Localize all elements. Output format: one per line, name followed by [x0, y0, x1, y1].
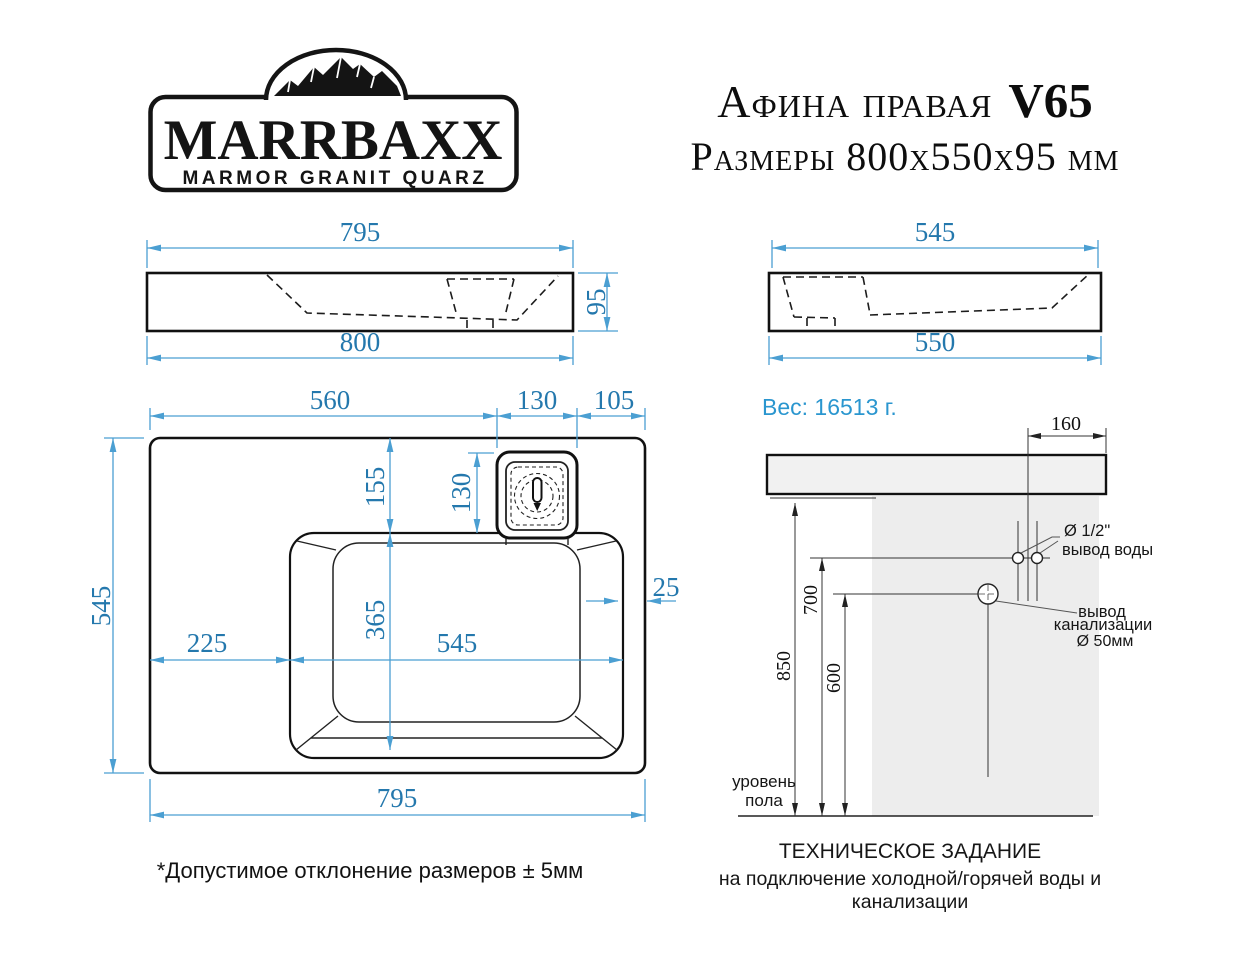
dim-water-height-value: 700: [800, 585, 822, 615]
dim-side-depth-top-value: 545: [915, 217, 956, 247]
dim-edge-to-bowl-value: 155: [360, 467, 390, 508]
title-block: Афина правая V65 Размеры 800x550x95 мм: [625, 72, 1185, 180]
product-name: Афина правая: [717, 76, 993, 127]
weight-label: Вес: 16513 г.: [762, 394, 897, 420]
technical-spec-note: ТЕХНИЧЕСКОЕ ЗАДАНИЕ на подключение холод…: [660, 840, 1160, 914]
dim-left-to-bowl: 225: [150, 628, 290, 664]
side-hidden-bowl-profile: [782, 273, 1090, 330]
faucet-hole-icon: [532, 477, 543, 511]
product-dimensions: Размеры 800x550x95 мм: [690, 134, 1120, 179]
floor-label-line2: пола: [745, 791, 783, 810]
product-model: V65: [1008, 73, 1093, 128]
tap-hole-platform: [495, 450, 579, 545]
top-view-drawing: 560 130 105 545 155 130 365 225 545: [86, 385, 680, 822]
dim-water-height: 700: [800, 558, 825, 816]
dim-front-width-bottom-value: 800: [340, 327, 381, 357]
dim-front-width-top: 795: [146, 217, 574, 268]
dim-top-width: 795: [149, 779, 646, 822]
dim-tap-to-edge-value: 105: [594, 385, 635, 415]
tolerance-note: *Допустимое отклонение размеров ± 5мм: [156, 858, 584, 883]
floor-level-label: уровень пола: [732, 772, 796, 810]
dim-left-to-bowl-value: 225: [187, 628, 228, 658]
dim-edge-to-bowl: 155: [360, 438, 394, 533]
dim-bowl-depth: 365: [360, 533, 394, 750]
dim-front-height-value: 95: [581, 289, 611, 316]
dim-edge-to-tap-value: 560: [310, 385, 351, 415]
front-view-drawing: 795 800 95: [145, 217, 618, 365]
dim-drain-height: 600: [823, 594, 848, 816]
floor-label-line1: уровень: [732, 772, 796, 791]
dim-counter-height: 850: [770, 497, 876, 816]
dim-bowl-to-edge-value: 25: [653, 572, 680, 602]
dim-top-depth-value: 545: [86, 586, 116, 627]
water-outlet-label: вывод воды: [1062, 541, 1153, 559]
dim-bowl-width: 545: [290, 628, 623, 664]
brand-tagline: MARMOR GRANIT QUARZ: [182, 168, 487, 189]
drain-outlet: вывод канализации Ø 50мм: [833, 583, 1153, 777]
brand-name: MARRBAXX: [164, 109, 503, 172]
dim-tap-offset-value: 160: [1051, 413, 1081, 435]
dim-top-chain: 560 130 105: [149, 385, 646, 448]
dim-drain-height-value: 600: [823, 663, 845, 693]
dim-tap-width-value: 130: [517, 385, 558, 415]
countertop-section: [765, 453, 1108, 496]
dim-top-depth: 545: [86, 437, 144, 774]
dim-front-width-bottom: 800: [146, 327, 574, 365]
dim-bowl-width-value: 545: [437, 628, 478, 658]
dim-side-depth-top: 545: [771, 217, 1099, 268]
dim-bowl-depth-value: 365: [360, 600, 390, 641]
dim-tap-zone-depth: 130: [446, 452, 494, 533]
wall-area: [872, 496, 1099, 816]
drain-size-label: Ø 50мм: [1077, 633, 1134, 650]
dim-top-width-value: 795: [377, 783, 418, 813]
technical-spec-subtitle: на подключение холодной/горячей воды и к…: [718, 868, 1102, 913]
installation-diagram: 160 850 700 600 Ø 1/2" вывод воды: [732, 413, 1153, 817]
technical-spec-title: ТЕХНИЧЕСКОЕ ЗАДАНИЕ: [778, 840, 1042, 863]
drain-outlet-label-2: канализации: [1054, 616, 1153, 634]
dim-tap-offset: 160: [1027, 413, 1107, 601]
front-body: [145, 271, 575, 333]
dim-bowl-to-edge: 25: [586, 572, 680, 605]
dim-side-depth-bottom: 550: [768, 327, 1102, 365]
side-body: [767, 271, 1103, 333]
bowl-outline: [288, 531, 625, 760]
brand-logo: MARRBAXX MARMOR GRANIT QUARZ: [148, 47, 519, 193]
dim-side-depth-bottom-value: 550: [915, 327, 956, 357]
front-hidden-bowl-profile: [266, 274, 559, 330]
dim-tap-zone-depth-value: 130: [446, 473, 476, 514]
mountains-icon: [274, 56, 401, 96]
dim-front-width-top-value: 795: [340, 217, 381, 247]
water-outlets: Ø 1/2" вывод воды: [810, 521, 1153, 601]
water-size-label: Ø 1/2": [1064, 522, 1110, 540]
drain-outlet-label-1: вывод: [1078, 603, 1126, 621]
dim-front-height: 95: [578, 272, 618, 332]
side-view-drawing: 545 550: [767, 217, 1103, 365]
dim-counter-height-value: 850: [773, 651, 795, 681]
product-title: Афина правая V65: [625, 72, 1185, 129]
